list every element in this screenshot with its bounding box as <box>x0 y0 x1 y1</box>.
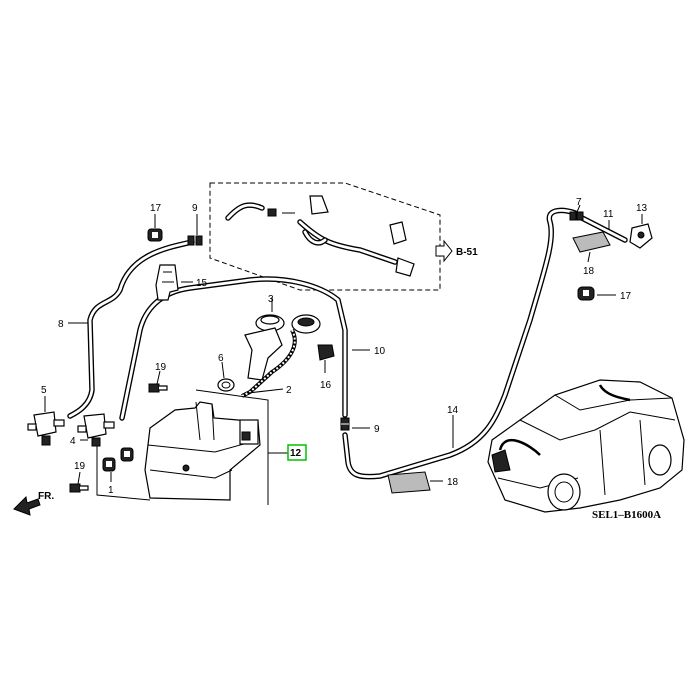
callout-4: 4 <box>70 436 76 447</box>
clip-17-right <box>577 286 595 301</box>
callout-18-upper: 18 <box>583 266 595 277</box>
callout-9-lower: 9 <box>374 424 380 435</box>
leader-lines <box>44 204 643 485</box>
callout-11: 11 <box>603 209 614 220</box>
drawing-code: SEL1–B1600A <box>592 509 661 521</box>
nozzle-reference-box <box>209 182 441 291</box>
callout-16: 16 <box>320 380 332 391</box>
hose-11 <box>579 215 628 243</box>
pad-18-lower <box>387 471 431 494</box>
callout-17-left: 17 <box>150 203 162 214</box>
callout-14: 14 <box>447 405 459 416</box>
callout-10: 10 <box>374 346 386 357</box>
clip-13 <box>629 223 653 249</box>
nozzle-icon <box>309 195 415 277</box>
callout-12: 12 <box>290 448 302 459</box>
clip-16 <box>317 344 335 361</box>
joint-4 <box>77 413 115 447</box>
washer-tank <box>144 401 261 501</box>
joint-5 <box>27 411 65 446</box>
callout-3: 3 <box>268 294 274 305</box>
tank-bracket-lines <box>96 389 288 505</box>
pad-18-upper <box>572 231 611 253</box>
callout-18-lower: 18 <box>447 477 459 488</box>
callout-9-upper: 9 <box>192 203 198 214</box>
front-direction-arrow: FR. <box>13 491 54 516</box>
callout-19-lower: 19 <box>74 461 86 472</box>
callout-17-right: 17 <box>620 291 632 302</box>
reference-arrow: B-51 <box>435 239 478 263</box>
callout-1: 1 <box>108 485 114 496</box>
callout-8: 8 <box>58 319 64 330</box>
callout-5: 5 <box>41 385 47 396</box>
filler-neck-2 <box>241 327 297 398</box>
callout-6: 6 <box>218 353 224 364</box>
clip-17-left <box>147 228 163 242</box>
reference-label: B-51 <box>456 247 478 258</box>
connector-icon <box>267 208 277 217</box>
hose-14 <box>342 207 578 480</box>
bolt-19-lower <box>69 483 89 493</box>
callout-7: 7 <box>576 197 582 208</box>
hose-10 <box>119 276 348 421</box>
seal-6 <box>217 378 235 392</box>
joint-9-lower <box>340 417 350 431</box>
bolt-19-upper <box>148 383 168 393</box>
joint-7 <box>569 211 584 221</box>
callout-13: 13 <box>636 203 648 214</box>
callout-2: 2 <box>286 385 292 396</box>
bracket-15 <box>155 264 179 301</box>
filler-cap-3 <box>255 314 321 334</box>
callout-19-upper: 19 <box>155 362 167 373</box>
highlight-box <box>287 444 307 461</box>
joint-9-upper <box>187 235 203 246</box>
direction-label: FR. <box>38 491 54 502</box>
hose-8 <box>67 239 195 419</box>
callout-labels: 17 9 3 2 6 16 10 9 15 8 5 4 19 19 1 12 7… <box>41 197 648 496</box>
callout-15: 15 <box>196 278 208 289</box>
grommet-1 <box>102 447 134 472</box>
car-illustration <box>487 379 685 513</box>
